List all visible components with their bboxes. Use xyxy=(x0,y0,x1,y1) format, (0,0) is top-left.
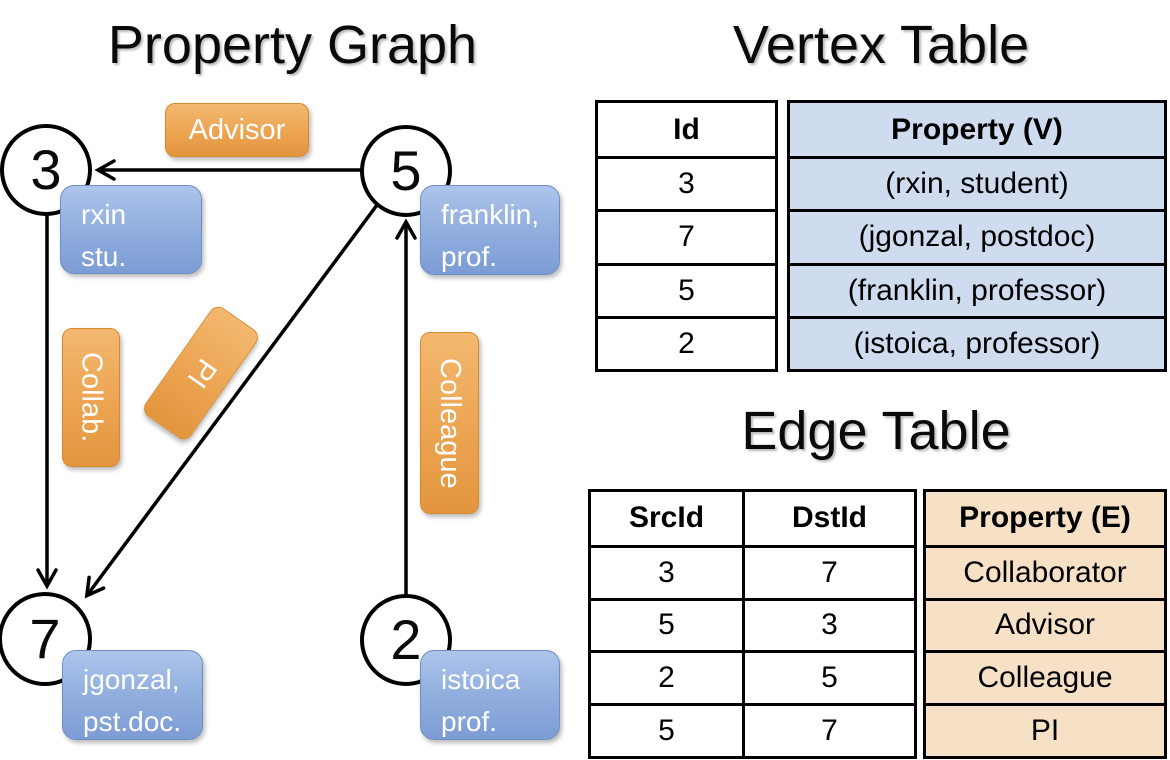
edge-table-property-column: Property (E) Collaborator Advisor Collea… xyxy=(923,489,1167,759)
edge-label-advisor-text: Advisor xyxy=(188,113,286,146)
edge-table-cell-property: PI xyxy=(1030,714,1060,748)
edge-table-id-columns: SrcId DstId 3 7 5 3 2 5 5 7 xyxy=(588,489,917,759)
vertex-table-header-property: Property (V) xyxy=(891,112,1063,146)
vertex-table-id-column: Id 3 7 5 2 xyxy=(595,100,778,372)
edge-table: SrcId DstId 3 7 5 3 2 5 5 7 Property (E)… xyxy=(588,489,1167,759)
vertex-table-cell-property: (rxin, student) xyxy=(885,167,1069,201)
vertex-table-cell-property: (istoica, professor) xyxy=(853,326,1101,360)
edge-table-cell-property: Collaborator xyxy=(963,555,1127,589)
vertex-table-cell-property: (franklin, professor) xyxy=(847,273,1107,307)
node-2-id: 2 xyxy=(390,608,422,671)
property-box-rxin-line2: stu. xyxy=(81,241,127,272)
edge-table-cell-property: Advisor xyxy=(994,608,1096,642)
vertex-table: Id 3 7 5 2 Property (V) (rxin, student) … xyxy=(595,100,1167,372)
edge-label-colleague-text: Colleague xyxy=(434,357,466,489)
property-box-istoica: istoica prof. xyxy=(420,650,560,740)
property-graph-drawing xyxy=(0,124,452,686)
edge-table-cell-dstid: 3 xyxy=(821,608,838,642)
vertex-table-property-column: Property (V) (rxin, student) (jgonzal, p… xyxy=(787,100,1167,372)
property-box-jgonzal: jgonzal, pst.doc. xyxy=(62,650,203,740)
edge-5-to-7 xyxy=(84,203,379,599)
vertex-table-cell-property: (jgonzal, postdoc) xyxy=(858,220,1096,254)
edge-table-header-dstid: DstId xyxy=(792,501,867,535)
edge-label-pi-text: PI xyxy=(180,352,223,394)
property-box-rxin-line1: rxin xyxy=(81,199,127,230)
edge-table-cell-dstid: 7 xyxy=(821,714,838,748)
property-box-franklin: franklin, prof. xyxy=(420,185,560,275)
vertex-table-cell-id: 7 xyxy=(678,220,695,254)
edge-label-collab-text: Collab. xyxy=(75,352,108,443)
edge-table-header-property: Property (E) xyxy=(959,501,1131,535)
edge-table-cell-property: Colleague xyxy=(977,661,1113,695)
edge-table-cell-srcid: 3 xyxy=(591,547,745,598)
node-3-id: 3 xyxy=(30,138,62,201)
property-graph-title: Property Graph xyxy=(107,15,478,75)
edge-table-cell-srcid: 5 xyxy=(591,706,745,756)
edge-table-cell-dstid: 5 xyxy=(821,661,838,695)
vertex-table-header-id: Id xyxy=(673,112,700,146)
edge-table-title: Edge Table xyxy=(741,401,1011,461)
property-box-franklin-line1: franklin, xyxy=(441,199,540,230)
edge-table-header-srcid: SrcId xyxy=(591,492,745,545)
vertex-table-cell-id: 2 xyxy=(678,326,695,360)
vertex-table-cell-id: 3 xyxy=(678,167,695,201)
node-5-id: 5 xyxy=(390,139,422,202)
edge-table-cell-srcid: 5 xyxy=(591,600,745,651)
property-box-jgonzal-line1: jgonzal, xyxy=(83,664,180,695)
property-box-istoica-line2: prof. xyxy=(441,706,498,737)
property-box-franklin-line2: prof. xyxy=(441,241,498,272)
node-7-id: 7 xyxy=(29,607,61,670)
vertex-table-cell-id: 5 xyxy=(678,273,695,307)
vertex-table-title: Vertex Table xyxy=(732,15,1030,75)
edge-label-collab: Collab. xyxy=(62,328,120,467)
edge-label-advisor: Advisor xyxy=(165,103,309,157)
edge-table-cell-dstid: 7 xyxy=(821,555,838,589)
edge-label-colleague: Colleague xyxy=(420,332,479,514)
property-box-istoica-line1: istoica xyxy=(441,664,521,695)
edge-table-cell-srcid: 2 xyxy=(591,653,745,704)
property-box-jgonzal-line2: pst.doc. xyxy=(83,706,182,737)
property-box-rxin: rxin stu. xyxy=(60,185,202,274)
